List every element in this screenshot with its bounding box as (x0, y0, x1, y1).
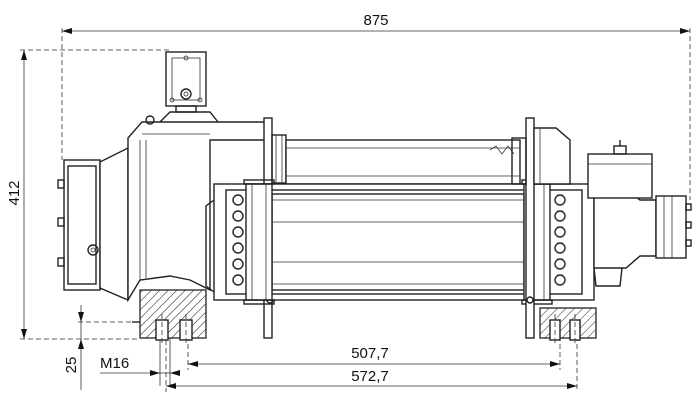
brake-valve (165, 51, 207, 113)
dim-base-offset: 25 (63, 305, 140, 390)
side-plate-right (511, 117, 571, 339)
base-foot-left (132, 289, 207, 346)
dim-overall-height-label: 412 (6, 180, 23, 205)
dim-hole-spacing-outer: 572,7 (165, 320, 578, 392)
frame-link-left (205, 199, 215, 293)
dim-overall-length-label: 875 (363, 12, 388, 29)
base-foot-right (539, 307, 597, 346)
dim-base-offset-label: 25 (63, 357, 80, 374)
dim-overall-length: 875 (61, 12, 691, 200)
gearbox-housing (127, 111, 271, 303)
dim-bolt-thread-label: M16 (100, 355, 129, 372)
dim-overall-height: 412 (6, 49, 170, 340)
dim-hole-spacing-inner: 507,7 (187, 320, 561, 370)
clutch-housing (587, 140, 692, 287)
dim-hole-spacing-outer-label: 572,7 (351, 368, 389, 385)
dim-hole-spacing-inner-label: 507,7 (351, 345, 389, 362)
hydraulic-motor (57, 146, 129, 302)
